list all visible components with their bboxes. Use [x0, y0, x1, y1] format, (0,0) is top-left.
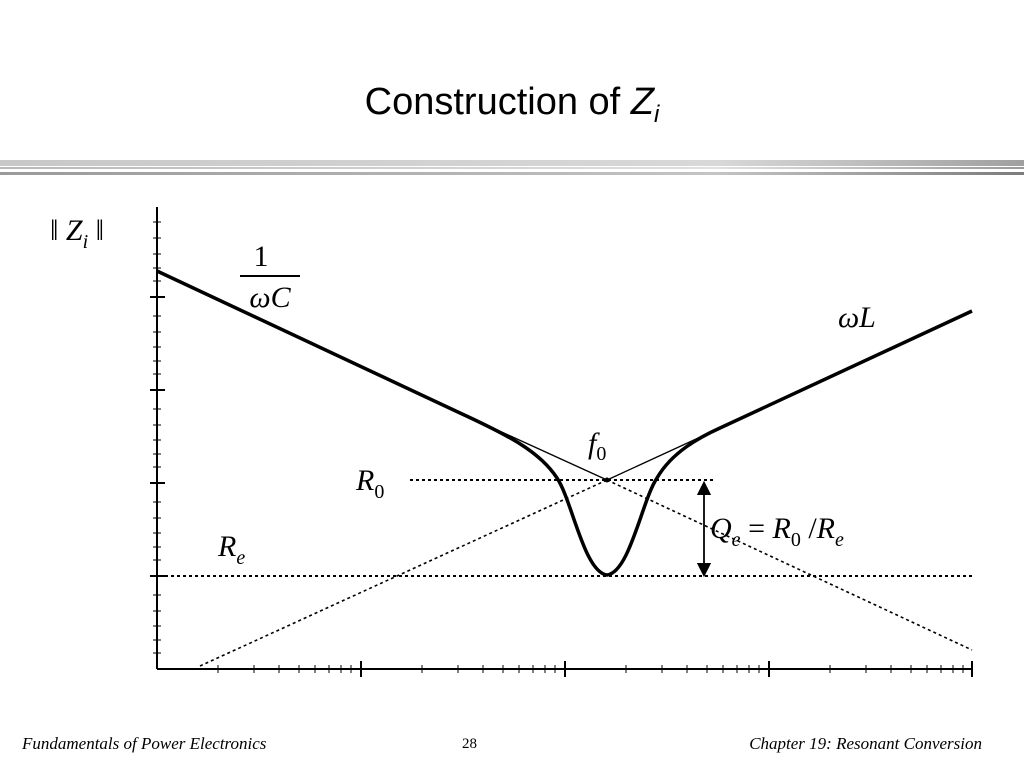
- title-rule-top: [0, 160, 1024, 166]
- title-rule-middle: [0, 167, 1024, 169]
- x-axis-minor-ticks: [217, 665, 964, 673]
- impedance-diagram: ‖ Zi ‖ 1 ωC ωL f0 R0 Re Qe = R0 /Re: [50, 207, 973, 677]
- slide-title-subscript: i: [654, 101, 660, 128]
- qe-label: Qe = R0 /Re: [710, 512, 844, 551]
- y-axis-label: ‖ Zi ‖: [50, 214, 104, 253]
- impedance-curve: [156, 269, 973, 577]
- omega-l-label: ωL: [838, 301, 876, 334]
- footer-chapter: Chapter 19: Resonant Conversion: [749, 734, 982, 753]
- footer-book-title: Fundamentals of Power Electronics: [22, 734, 267, 753]
- slide-title: Construction of Zi: [0, 78, 1024, 139]
- f0-label: f0: [588, 427, 606, 465]
- inductor-asymptote-dotted: [199, 479, 608, 667]
- inverse-omega-c-denominator: ωC: [249, 281, 291, 314]
- inverse-omega-c-numerator: 1: [254, 240, 269, 273]
- x-axis-major-ticks: [360, 661, 973, 677]
- footer-page-number: 28: [462, 736, 477, 752]
- slide-title-variable: Z: [630, 81, 654, 123]
- re-label: Re: [217, 530, 245, 569]
- y-axis-major-ticks: [150, 296, 165, 577]
- y-axis-minor-ticks: [153, 221, 161, 654]
- slide-title-text: Construction of: [364, 81, 631, 123]
- capacitor-asymptote-dotted: [606, 479, 973, 651]
- title-rule-bottom: [0, 172, 1024, 175]
- r0-label: R0: [355, 464, 384, 503]
- resonance-point: [604, 477, 610, 483]
